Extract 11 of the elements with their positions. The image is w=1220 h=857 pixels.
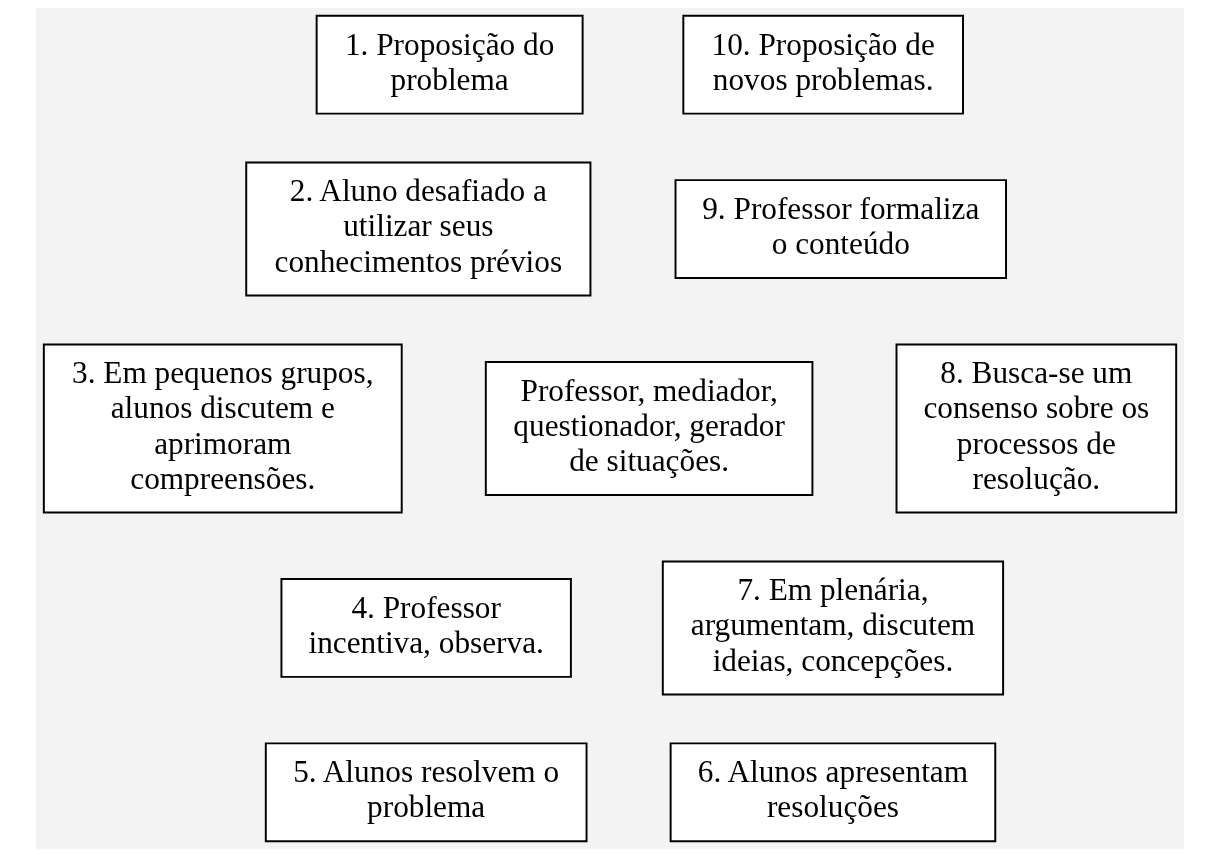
node-box: 5. Alunos resolvem o problema <box>264 742 588 843</box>
node-box: Professor, mediador, questionador, gerador de situações. <box>484 361 814 496</box>
node-box: 9. Professor formaliza o conteúdo <box>674 179 1007 279</box>
node-box: 10. Proposição de novos problemas. <box>682 14 964 115</box>
node-box: 6. Alunos apresentam resoluções <box>669 742 997 843</box>
node-box: 8. Busca-se um consenso sobre os processos de resolução. <box>895 343 1178 514</box>
node-box: 4. Professor incentiva, observa. <box>280 578 572 678</box>
node-box: 7. Em plenária, argumentam, discutem ideias, concepções. <box>661 560 1005 696</box>
node-box: 1. Proposição do problema <box>315 14 584 115</box>
node-box: 2. Aluno desafiado a utilizar seus conhecimentos prévios <box>245 161 592 297</box>
node-box: 3. Em pequenos grupos, alunos discutem e aprimoram compreensões. <box>42 343 403 514</box>
